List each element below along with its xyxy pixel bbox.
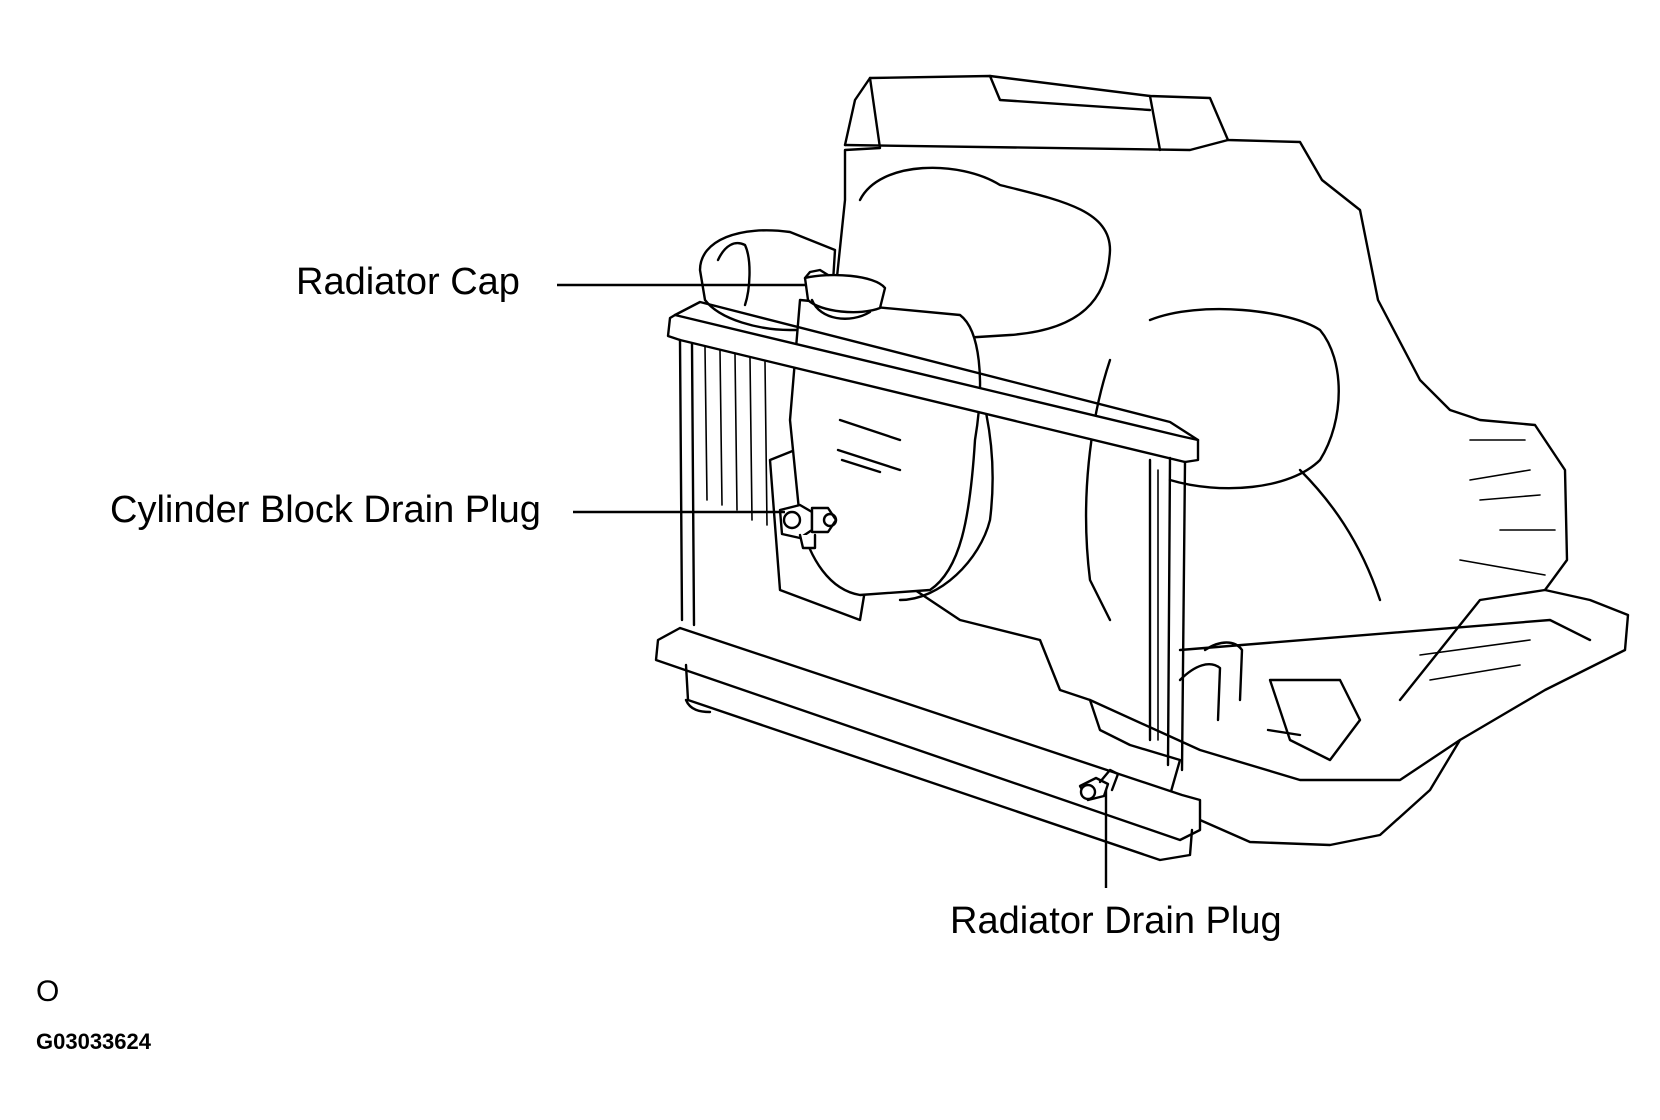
radiator-cap [803,268,887,320]
radiator-drain-plug-label: Radiator Drain Plug [950,900,1282,942]
radiator [654,300,1202,862]
cylinder-block-drain-plug [778,503,838,550]
radiator-cap-label: Radiator Cap [296,261,520,303]
figure-id: G03033624 [36,1029,151,1054]
cylinder-block-drain-plug-label: Cylinder Block Drain Plug [110,489,541,531]
view-mark: O [36,975,60,1008]
